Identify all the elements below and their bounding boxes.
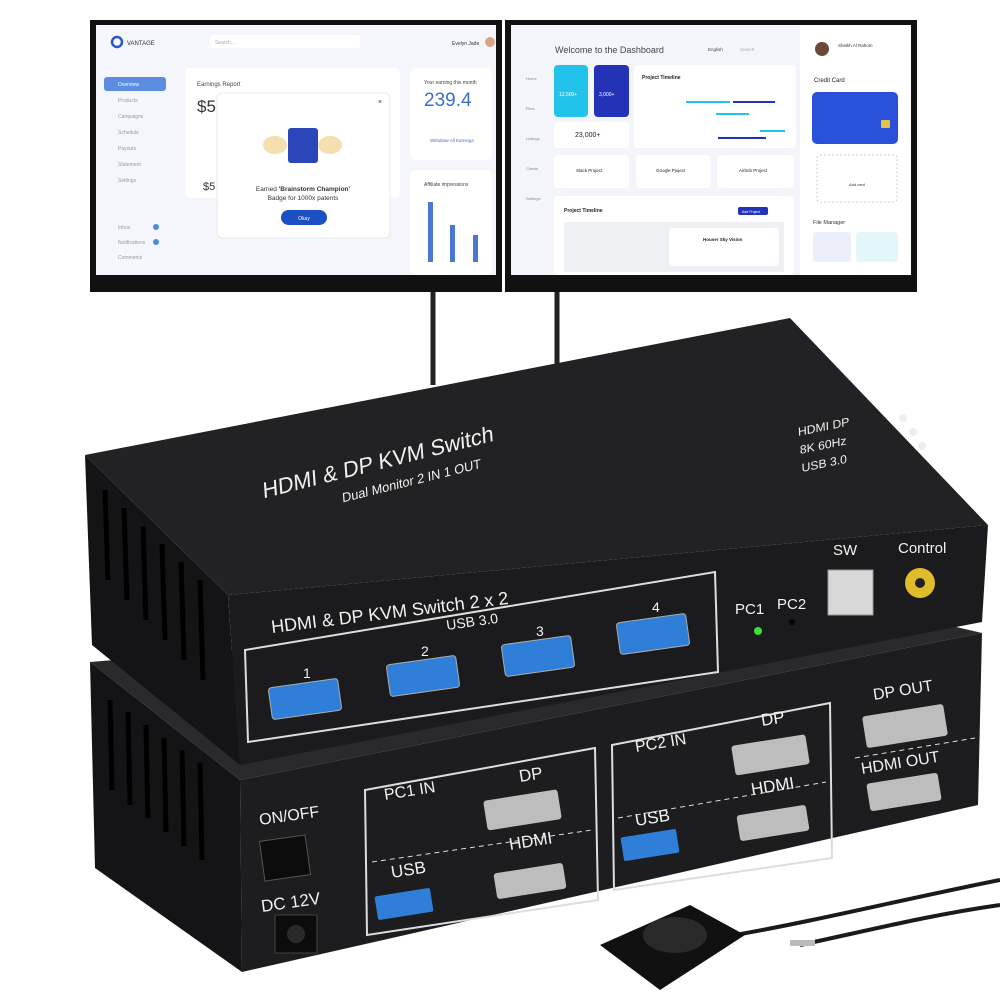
usb-group-label: USB 3.0 bbox=[445, 610, 499, 633]
chart-bar bbox=[428, 202, 433, 262]
brand: VANTAGE bbox=[127, 41, 155, 47]
credit-card-title: Credit Card bbox=[814, 78, 845, 84]
user-name: Evelyn Jade bbox=[452, 41, 479, 47]
dp-out-port[interactable] bbox=[862, 704, 948, 748]
add-project-label: Add Project bbox=[742, 210, 760, 214]
audio-plug bbox=[790, 940, 815, 946]
project-name: Google Pjoject bbox=[656, 168, 686, 173]
user-name: Sheikh Al Rahom bbox=[838, 43, 873, 48]
vantage-logo-icon bbox=[110, 35, 124, 49]
pc2-label: PC2 bbox=[777, 596, 806, 613]
dashboard-title: Welcome to the Dashboard bbox=[555, 45, 664, 55]
pc1-hdmi-port[interactable] bbox=[493, 863, 567, 900]
timeline-title-2: Project Timeline bbox=[564, 208, 603, 214]
okay-button[interactable] bbox=[281, 210, 327, 225]
house-title: Houser Sky Vision bbox=[703, 237, 743, 242]
usb-port-number: 2 bbox=[421, 643, 429, 659]
badge-modal: × Earned 'Brainstorm Champion' Badge for… bbox=[216, 92, 391, 239]
project-name: Slack Project bbox=[576, 168, 603, 173]
hdmi-out-port[interactable] bbox=[866, 772, 942, 812]
file-manager-title: File Manager bbox=[813, 220, 845, 226]
close-icon[interactable]: × bbox=[378, 99, 382, 106]
month-title: Your earning this month bbox=[424, 80, 477, 86]
language-select[interactable]: English bbox=[708, 47, 723, 52]
nav-item[interactable]: Settings bbox=[118, 178, 137, 184]
add-project-button[interactable] bbox=[738, 207, 768, 215]
pc2-usb-port[interactable] bbox=[620, 829, 680, 861]
nav-item[interactable]: Inbox bbox=[118, 225, 131, 231]
earnings-value-2: $5 bbox=[203, 181, 215, 193]
wired-remote-switch[interactable] bbox=[600, 878, 1000, 990]
nav-item[interactable]: Schedule bbox=[118, 130, 139, 136]
usb-port-number: 4 bbox=[652, 599, 660, 615]
earnings-title: Earnings Report bbox=[197, 82, 241, 88]
modal-badge-name: 'Brainstorm Champion' bbox=[279, 186, 351, 193]
nav-item[interactable]: Clients bbox=[526, 166, 538, 171]
sw-label: SW bbox=[833, 542, 858, 559]
usb-port-2[interactable] bbox=[386, 655, 460, 697]
switch-button[interactable] bbox=[827, 569, 874, 616]
add-card-button[interactable] bbox=[816, 154, 898, 203]
pc1-dp-port[interactable] bbox=[483, 789, 562, 831]
nav-item[interactable]: Notifications bbox=[118, 240, 146, 246]
nav-item[interactable]: Payouts bbox=[118, 146, 137, 152]
usb-port-number: 1 bbox=[303, 665, 311, 681]
kvm-upper-unit: HDMI & DP KVM Switch Dual Monitor 2 IN 1… bbox=[85, 318, 988, 765]
stat-value: 12,500+ bbox=[559, 92, 577, 98]
power-switch[interactable] bbox=[258, 834, 312, 882]
nav-item[interactable]: Files bbox=[526, 106, 534, 111]
trophy-illustration-icon bbox=[288, 128, 318, 163]
right-monitor: Welcome to the Dashboard English Search … bbox=[505, 20, 917, 292]
pc2-dp-port[interactable] bbox=[731, 734, 810, 776]
nav-item[interactable]: Overview bbox=[118, 82, 139, 88]
affiliate-title: Affiliate impressions bbox=[424, 182, 469, 188]
svg-text:Earned 'Brainstorm Champion': Earned 'Brainstorm Champion' bbox=[256, 186, 351, 193]
ports bbox=[374, 704, 948, 920]
control-label: Control bbox=[898, 540, 946, 557]
nav-item[interactable]: Campaigns bbox=[118, 114, 144, 120]
credit-card[interactable] bbox=[812, 92, 898, 144]
dp-label: DP bbox=[518, 763, 544, 785]
stat-value: 23,000+ bbox=[575, 132, 601, 139]
nav-item[interactable]: Statement bbox=[118, 162, 141, 168]
dp-label-2: DP bbox=[760, 707, 786, 729]
okay-button-label: Okay bbox=[298, 216, 310, 222]
nav-item[interactable]: Products bbox=[118, 98, 138, 104]
pc1-led bbox=[754, 627, 762, 635]
chart-bar bbox=[450, 225, 455, 262]
pc2-led bbox=[789, 619, 795, 625]
timeline-title: Project Timeline bbox=[642, 75, 681, 81]
nav-active[interactable] bbox=[104, 77, 166, 91]
usb-port-1[interactable] bbox=[268, 678, 342, 720]
modal-text: Earned bbox=[256, 186, 279, 193]
nav-item[interactable]: Settings bbox=[526, 196, 540, 201]
search-input[interactable]: Search bbox=[740, 47, 755, 52]
nav-item[interactable]: Listings bbox=[526, 136, 540, 141]
project-name: Airbnb Project bbox=[739, 168, 768, 173]
pc1-usb-port[interactable] bbox=[374, 888, 434, 920]
usb-port-number: 3 bbox=[536, 623, 544, 639]
month-value: 239.4 bbox=[424, 90, 472, 111]
earnings-value: $5 bbox=[197, 97, 216, 116]
withdraw-link[interactable]: Withdraw All Earnings bbox=[430, 138, 475, 143]
chart-bar bbox=[473, 235, 478, 262]
pc1-label: PC1 bbox=[735, 601, 764, 618]
chip-icon bbox=[881, 120, 890, 128]
avatar bbox=[815, 42, 829, 56]
usb-port-3[interactable] bbox=[501, 635, 575, 677]
left-monitor: VANTAGE Search... Evelyn Jade Overview P… bbox=[90, 20, 502, 292]
stat-value: 3,000+ bbox=[599, 92, 615, 98]
nav-item[interactable]: Comments bbox=[118, 255, 143, 261]
modal-text-2: Badge for 1000x patents bbox=[268, 195, 340, 202]
remote-button[interactable] bbox=[643, 917, 707, 953]
nav-item[interactable]: Home bbox=[526, 76, 537, 81]
pc2-hdmi-port[interactable] bbox=[736, 805, 810, 842]
usb-port-4[interactable] bbox=[616, 613, 690, 655]
add-card-label: Add card bbox=[849, 182, 865, 187]
avatar bbox=[485, 37, 495, 47]
search-input[interactable]: Search... bbox=[215, 40, 235, 46]
